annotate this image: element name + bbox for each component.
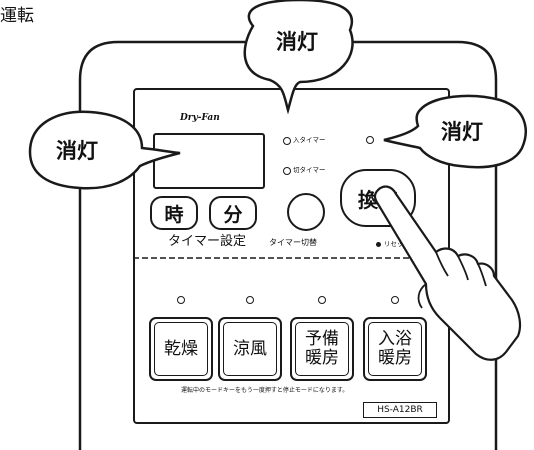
dry-button[interactable]: 乾燥 bbox=[149, 317, 213, 381]
hour-button[interactable]: 時 bbox=[150, 196, 198, 230]
cool-breeze-led bbox=[246, 296, 254, 304]
right-balloon-shape bbox=[383, 94, 527, 169]
ventilation-led bbox=[366, 136, 374, 144]
timer-on-led bbox=[283, 137, 291, 145]
timer-on-label: 入タイマー bbox=[293, 136, 326, 144]
bath-heat-button-label-2: 暖房 bbox=[378, 348, 412, 368]
timer-set-label: タイマー設定 bbox=[168, 234, 247, 249]
bath-heat-button-label-1: 入浴 bbox=[378, 329, 412, 350]
hour-button-label: 時 bbox=[164, 203, 184, 226]
right-balloon-text: 消灯 bbox=[441, 120, 483, 144]
preheat-button[interactable]: 予備 暖房 bbox=[290, 317, 354, 381]
model-number-plate: HS-A12BR bbox=[363, 402, 437, 418]
bath-heat-button[interactable]: 入浴 暖房 bbox=[363, 317, 427, 381]
timer-display bbox=[153, 133, 265, 189]
dry-button-face: 乾燥 bbox=[154, 322, 208, 376]
timer-switch-button[interactable] bbox=[287, 193, 325, 231]
timer-off-label: 切タイマー bbox=[293, 166, 326, 174]
left-balloon-shape bbox=[28, 110, 181, 190]
reset-label: リセット bbox=[384, 240, 410, 248]
dry-button-label: 乾燥 bbox=[164, 338, 198, 359]
top-balloon-text: 消灯 bbox=[276, 30, 318, 54]
left-balloon-text: 消灯 bbox=[56, 139, 98, 163]
preheat-button-label-1: 予備 bbox=[305, 329, 339, 350]
dry-led bbox=[177, 296, 185, 304]
timer-switch-label: タイマー切替 bbox=[269, 238, 317, 247]
brand-logo: Dry-Fan bbox=[180, 113, 220, 123]
minute-button-label: 分 bbox=[223, 203, 243, 226]
cool-breeze-button-face: 涼風 bbox=[223, 322, 277, 376]
preheat-button-label-2: 暖房 bbox=[305, 348, 339, 368]
bath-heat-led bbox=[391, 296, 399, 304]
timer-off-led bbox=[283, 167, 291, 175]
panel-divider bbox=[133, 257, 446, 259]
reset-dot-icon bbox=[376, 242, 381, 247]
top-balloon-shape bbox=[243, 0, 354, 115]
preheat-button-face: 予備 暖房 bbox=[295, 322, 349, 376]
preheat-led bbox=[318, 296, 326, 304]
page-title: 運転 bbox=[0, 6, 34, 26]
model-number: HS-A12BR bbox=[377, 405, 423, 415]
footnote: 運転中のモードキーをもう一度押すと停止モードになります。 bbox=[181, 387, 349, 394]
cool-breeze-button-label: 涼風 bbox=[233, 338, 267, 359]
minute-button[interactable]: 分 bbox=[209, 196, 257, 230]
bath-heat-button-face: 入浴 暖房 bbox=[368, 322, 422, 376]
cool-breeze-button[interactable]: 涼風 bbox=[218, 317, 282, 381]
